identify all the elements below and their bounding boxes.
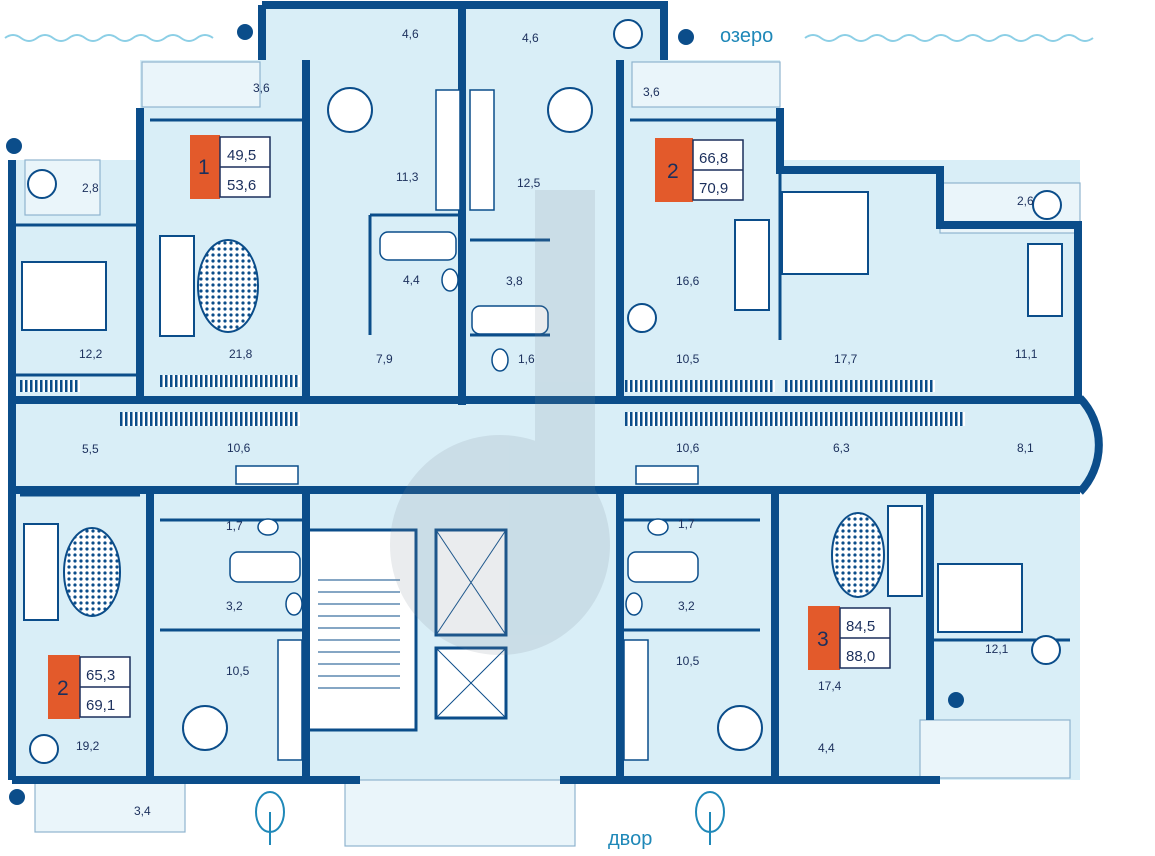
tree-icon	[255, 791, 725, 845]
apartment-area-total: 53,6	[227, 177, 256, 194]
sofa-icon	[23, 219, 923, 621]
fan-icon	[6, 24, 964, 805]
room-area-label: 17,7	[834, 352, 858, 366]
room-area-label: 10,6	[227, 441, 251, 455]
compass-top-label: озеро	[720, 25, 773, 47]
room-area-label: 12,1	[985, 642, 1009, 656]
bed-icon	[21, 191, 1063, 633]
apartment-area-total: 88,0	[846, 648, 875, 665]
room-area-label: 21,8	[229, 347, 253, 361]
apartment-area-total: 70,9	[699, 180, 728, 197]
room-area-label: 3,2	[678, 599, 695, 613]
room-area-label: 3,2	[226, 599, 243, 613]
apartment-rooms: 2	[57, 677, 69, 700]
room-area-label: 1,6	[518, 352, 535, 366]
kitchen-counters	[235, 89, 699, 761]
room-area-label: 4,4	[403, 273, 420, 287]
toilet-icon	[257, 268, 669, 616]
room-area-label: 8,1	[1017, 441, 1034, 455]
radiators	[20, 375, 965, 426]
rug	[63, 239, 885, 617]
apartment-area-living: 65,3	[86, 667, 115, 684]
room-area-labels: 4,6 4,6 3,6 3,6 2,8 2,6 11,3 12,5 4,4 3,…	[76, 27, 1038, 818]
room-area-label: 12,2	[79, 347, 103, 361]
room-area-label: 2,8	[82, 181, 99, 195]
apartment-badge-1: 1 49,5 53,6	[190, 135, 271, 199]
apartment-area-living: 66,8	[699, 150, 728, 167]
stair-steps	[318, 529, 507, 719]
apartment-badge-2: 2 66,8 70,9	[655, 138, 744, 202]
apartment-area-living: 49,5	[227, 147, 256, 164]
room-area-label: 3,6	[643, 85, 660, 99]
lake-waves	[4, 34, 1094, 42]
watermark-logo	[390, 190, 610, 655]
apartment-badge-3: 2 65,3 69,1	[48, 655, 131, 719]
room-area-label: 4,4	[818, 741, 835, 755]
room-area-label: 12,5	[517, 176, 541, 190]
room-area-label: 10,5	[226, 664, 250, 678]
balconies	[24, 61, 1081, 847]
room-area-label: 17,4	[818, 679, 842, 693]
plant-icon	[27, 19, 1062, 764]
room-area-label: 11,1	[1015, 347, 1038, 361]
room-area-label: 1,7	[226, 519, 243, 533]
apartment-area-total: 69,1	[86, 697, 115, 714]
apartment-rooms: 3	[817, 628, 829, 651]
room-area-label: 3,6	[253, 81, 270, 95]
round-table-icon	[182, 87, 763, 751]
room-area-label: 3,8	[506, 274, 523, 288]
apartment-area-living: 84,5	[846, 618, 875, 635]
room-area-label: 19,2	[76, 739, 100, 753]
room-area-label: 10,6	[676, 441, 700, 455]
apartment-rooms: 1	[198, 156, 210, 179]
room-area-label: 3,4	[134, 804, 151, 818]
room-area-label: 10,5	[676, 654, 700, 668]
apartment-badge-4: 3 84,5 88,0	[808, 606, 891, 670]
room-area-label: 2,6	[1017, 194, 1034, 208]
compass-bottom-label: двор	[608, 828, 652, 850]
bay-window	[1077, 395, 1103, 495]
room-area-label: 7,9	[376, 352, 393, 366]
room-area-label: 11,3	[396, 170, 419, 184]
walls	[8, 1, 1082, 784]
room-area-label: 6,3	[833, 441, 850, 455]
room-area-label: 4,6	[402, 27, 419, 41]
room-area-label: 1,7	[678, 517, 695, 531]
room-area-label: 5,5	[82, 442, 99, 456]
room-area-label: 4,6	[522, 31, 539, 45]
room-area-label: 16,6	[676, 274, 700, 288]
apartment-rooms: 2	[667, 160, 679, 183]
room-area-label: 10,5	[676, 352, 700, 366]
bathtub-icon	[229, 231, 699, 583]
